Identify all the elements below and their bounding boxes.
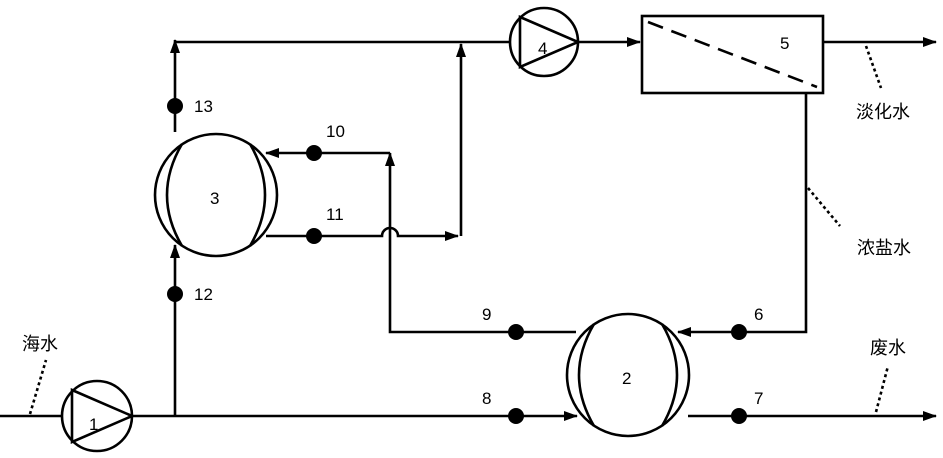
label-seawater: 海水 — [22, 334, 58, 355]
line-11-out — [266, 228, 458, 236]
label-5: 5 — [780, 34, 789, 53]
stream-dot-11 — [306, 228, 322, 244]
stream-dot-7 — [731, 408, 747, 424]
stream-dot-12 — [167, 286, 183, 302]
label-11: 11 — [326, 205, 344, 224]
label-brine: 浓盐水 — [857, 238, 911, 259]
label-7: 7 — [754, 389, 763, 408]
label-3: 3 — [210, 189, 219, 208]
stream-dot-9 — [508, 324, 524, 340]
stream-dot-8 — [508, 408, 524, 424]
label-1: 1 — [89, 415, 98, 434]
label-waste-water: 废水 — [870, 338, 906, 359]
brine-line-6 — [678, 93, 806, 332]
label-4: 4 — [538, 39, 547, 58]
leader-seawater — [30, 360, 46, 414]
label-6: 6 — [754, 305, 763, 324]
stream-dot-6 — [731, 324, 747, 340]
leader-waste-water — [876, 366, 888, 412]
label-fresh-water: 淡化水 — [856, 102, 910, 123]
label-10: 10 — [326, 122, 345, 141]
label-12: 12 — [194, 285, 213, 304]
label-13: 13 — [194, 97, 213, 116]
stream-dot-13 — [167, 98, 183, 114]
leader-fresh-water — [866, 46, 881, 88]
label-8: 8 — [482, 389, 491, 408]
label-9: 9 — [482, 305, 491, 324]
label-2: 2 — [622, 369, 631, 388]
leader-brine — [808, 188, 840, 226]
stream-dot-10 — [306, 145, 322, 161]
